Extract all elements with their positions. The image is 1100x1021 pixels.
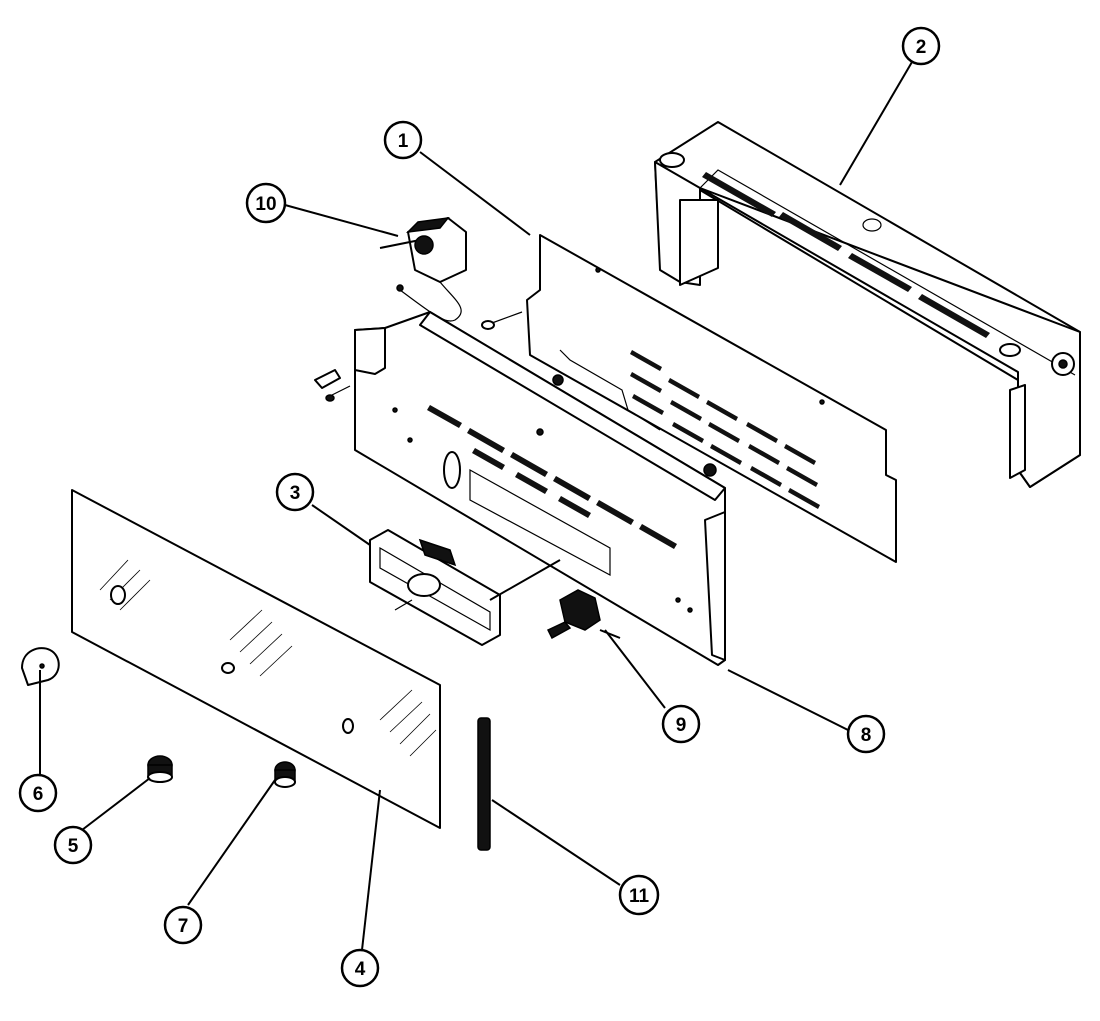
rotary-knob-part-9	[546, 589, 621, 640]
callout-label: 9	[676, 715, 687, 736]
callout-label: 5	[68, 836, 79, 857]
callout-7: 7	[163, 905, 203, 945]
callout-4: 4	[340, 948, 380, 988]
callout-label: 10	[255, 194, 276, 215]
callout-5: 5	[53, 825, 93, 865]
frame-screw-icon	[314, 369, 351, 402]
screw-icon	[481, 311, 523, 330]
callout-label: 11	[629, 886, 650, 907]
callout-label: 4	[355, 959, 366, 980]
callout-1: 1	[383, 120, 423, 160]
leader-lines	[39, 61, 913, 951]
callout-3: 3	[275, 472, 315, 512]
callout-label: 7	[178, 916, 189, 937]
callout-10: 10	[245, 182, 287, 224]
callout-8: 8	[846, 714, 886, 754]
back-plate-vent-slots	[630, 350, 820, 509]
callout-label: 3	[290, 483, 301, 504]
callout-label: 8	[861, 725, 872, 746]
front-glass-part-4	[71, 489, 441, 829]
callout-label: 1	[398, 131, 409, 152]
callout-2: 2	[901, 26, 941, 66]
display-module-part-3	[369, 529, 561, 646]
rear-cover-part-2	[654, 121, 1081, 488]
back-plate-part-1	[526, 234, 897, 563]
callout-6: 6	[18, 773, 58, 813]
gasket-strip-part-11	[477, 717, 491, 851]
timer-motor-part-10	[379, 217, 467, 322]
knob-part-6	[21, 647, 60, 686]
callout-label: 2	[916, 37, 927, 58]
callout-label: 6	[33, 784, 44, 805]
frame-vent-slots	[427, 405, 677, 549]
button-part-5	[147, 755, 173, 783]
button-part-7	[274, 761, 296, 788]
panel-frame-part-8	[354, 311, 726, 666]
callout-9: 9	[661, 704, 701, 744]
callout-11: 11	[618, 874, 660, 916]
